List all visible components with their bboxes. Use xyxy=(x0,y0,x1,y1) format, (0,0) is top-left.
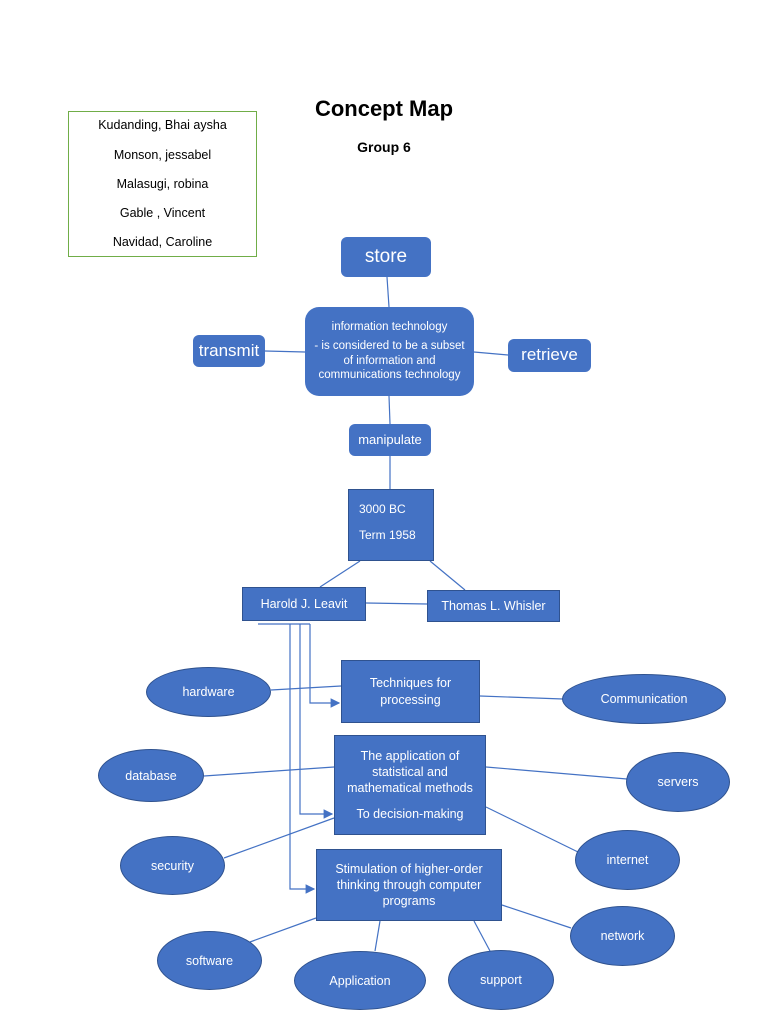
connector-line xyxy=(501,904,572,929)
connector-line xyxy=(365,602,428,605)
oval-servers: servers xyxy=(626,752,730,812)
oval-support: support xyxy=(448,950,554,1010)
connector-line xyxy=(388,395,391,425)
connector-line xyxy=(374,920,381,952)
connector-line xyxy=(264,350,306,353)
node-application: The application of statistical and mathe… xyxy=(334,735,486,835)
arrow-line xyxy=(309,624,341,708)
application-methods: The application of statistical and mathe… xyxy=(347,748,473,796)
oval-software: software xyxy=(157,931,262,990)
oval-database: database xyxy=(98,749,204,802)
arrow-line xyxy=(299,624,334,819)
page-subtitle: Group 6 xyxy=(357,139,411,155)
history-term: Term 1958 xyxy=(359,527,416,542)
node-thomas-whisler: Thomas L. Whisler xyxy=(427,590,560,622)
node-manipulate: manipulate xyxy=(349,424,431,456)
node-transmit: transmit xyxy=(193,335,265,367)
oval-communication: Communication xyxy=(562,674,726,724)
node-harold-leavit: Harold J. Leavit xyxy=(242,587,366,621)
application-decision: To decision-making xyxy=(356,807,464,822)
oval-internet: internet xyxy=(575,830,680,890)
member-name: Monson, jessabel xyxy=(113,148,212,162)
member-name: Gable , Vincent xyxy=(119,206,206,220)
connector-line xyxy=(249,917,317,943)
connector-line xyxy=(479,695,564,700)
connector-line xyxy=(319,560,361,588)
center-title: information technology xyxy=(331,320,448,333)
connector-line xyxy=(473,351,509,356)
arrow-line xyxy=(289,624,316,894)
node-history: 3000 BC Term 1958 xyxy=(348,489,434,561)
oval-application: Application xyxy=(294,951,426,1010)
node-techniques: Techniques for processing xyxy=(341,660,480,723)
oval-network: network xyxy=(570,906,675,966)
member-name: Navidad, Caroline xyxy=(112,235,213,249)
oval-security: security xyxy=(120,836,225,895)
member-name: Malasugi, robina xyxy=(116,177,209,191)
connector-line xyxy=(429,560,466,591)
connector-line xyxy=(270,685,342,691)
page-title: Concept Map xyxy=(314,96,454,121)
node-retrieve: retrieve xyxy=(508,339,591,372)
history-year: 3000 BC xyxy=(359,502,406,516)
node-information-technology: information technology - is considered t… xyxy=(305,307,474,396)
group-members-box: Kudanding, Bhai aysha Monson, jessabel M… xyxy=(68,111,257,257)
connector-line xyxy=(223,817,335,859)
connector-line xyxy=(485,806,579,853)
connector-line xyxy=(203,766,335,777)
connector-line xyxy=(473,920,491,952)
connector-line xyxy=(386,276,390,308)
node-store: store xyxy=(341,237,431,277)
oval-hardware: hardware xyxy=(146,667,271,717)
member-name: Kudanding, Bhai aysha xyxy=(98,118,227,132)
center-description: - is considered to be a subset of inform… xyxy=(314,339,465,382)
connector-line xyxy=(485,766,628,780)
node-stimulation: Stimulation of higher-order thinking thr… xyxy=(316,849,502,921)
